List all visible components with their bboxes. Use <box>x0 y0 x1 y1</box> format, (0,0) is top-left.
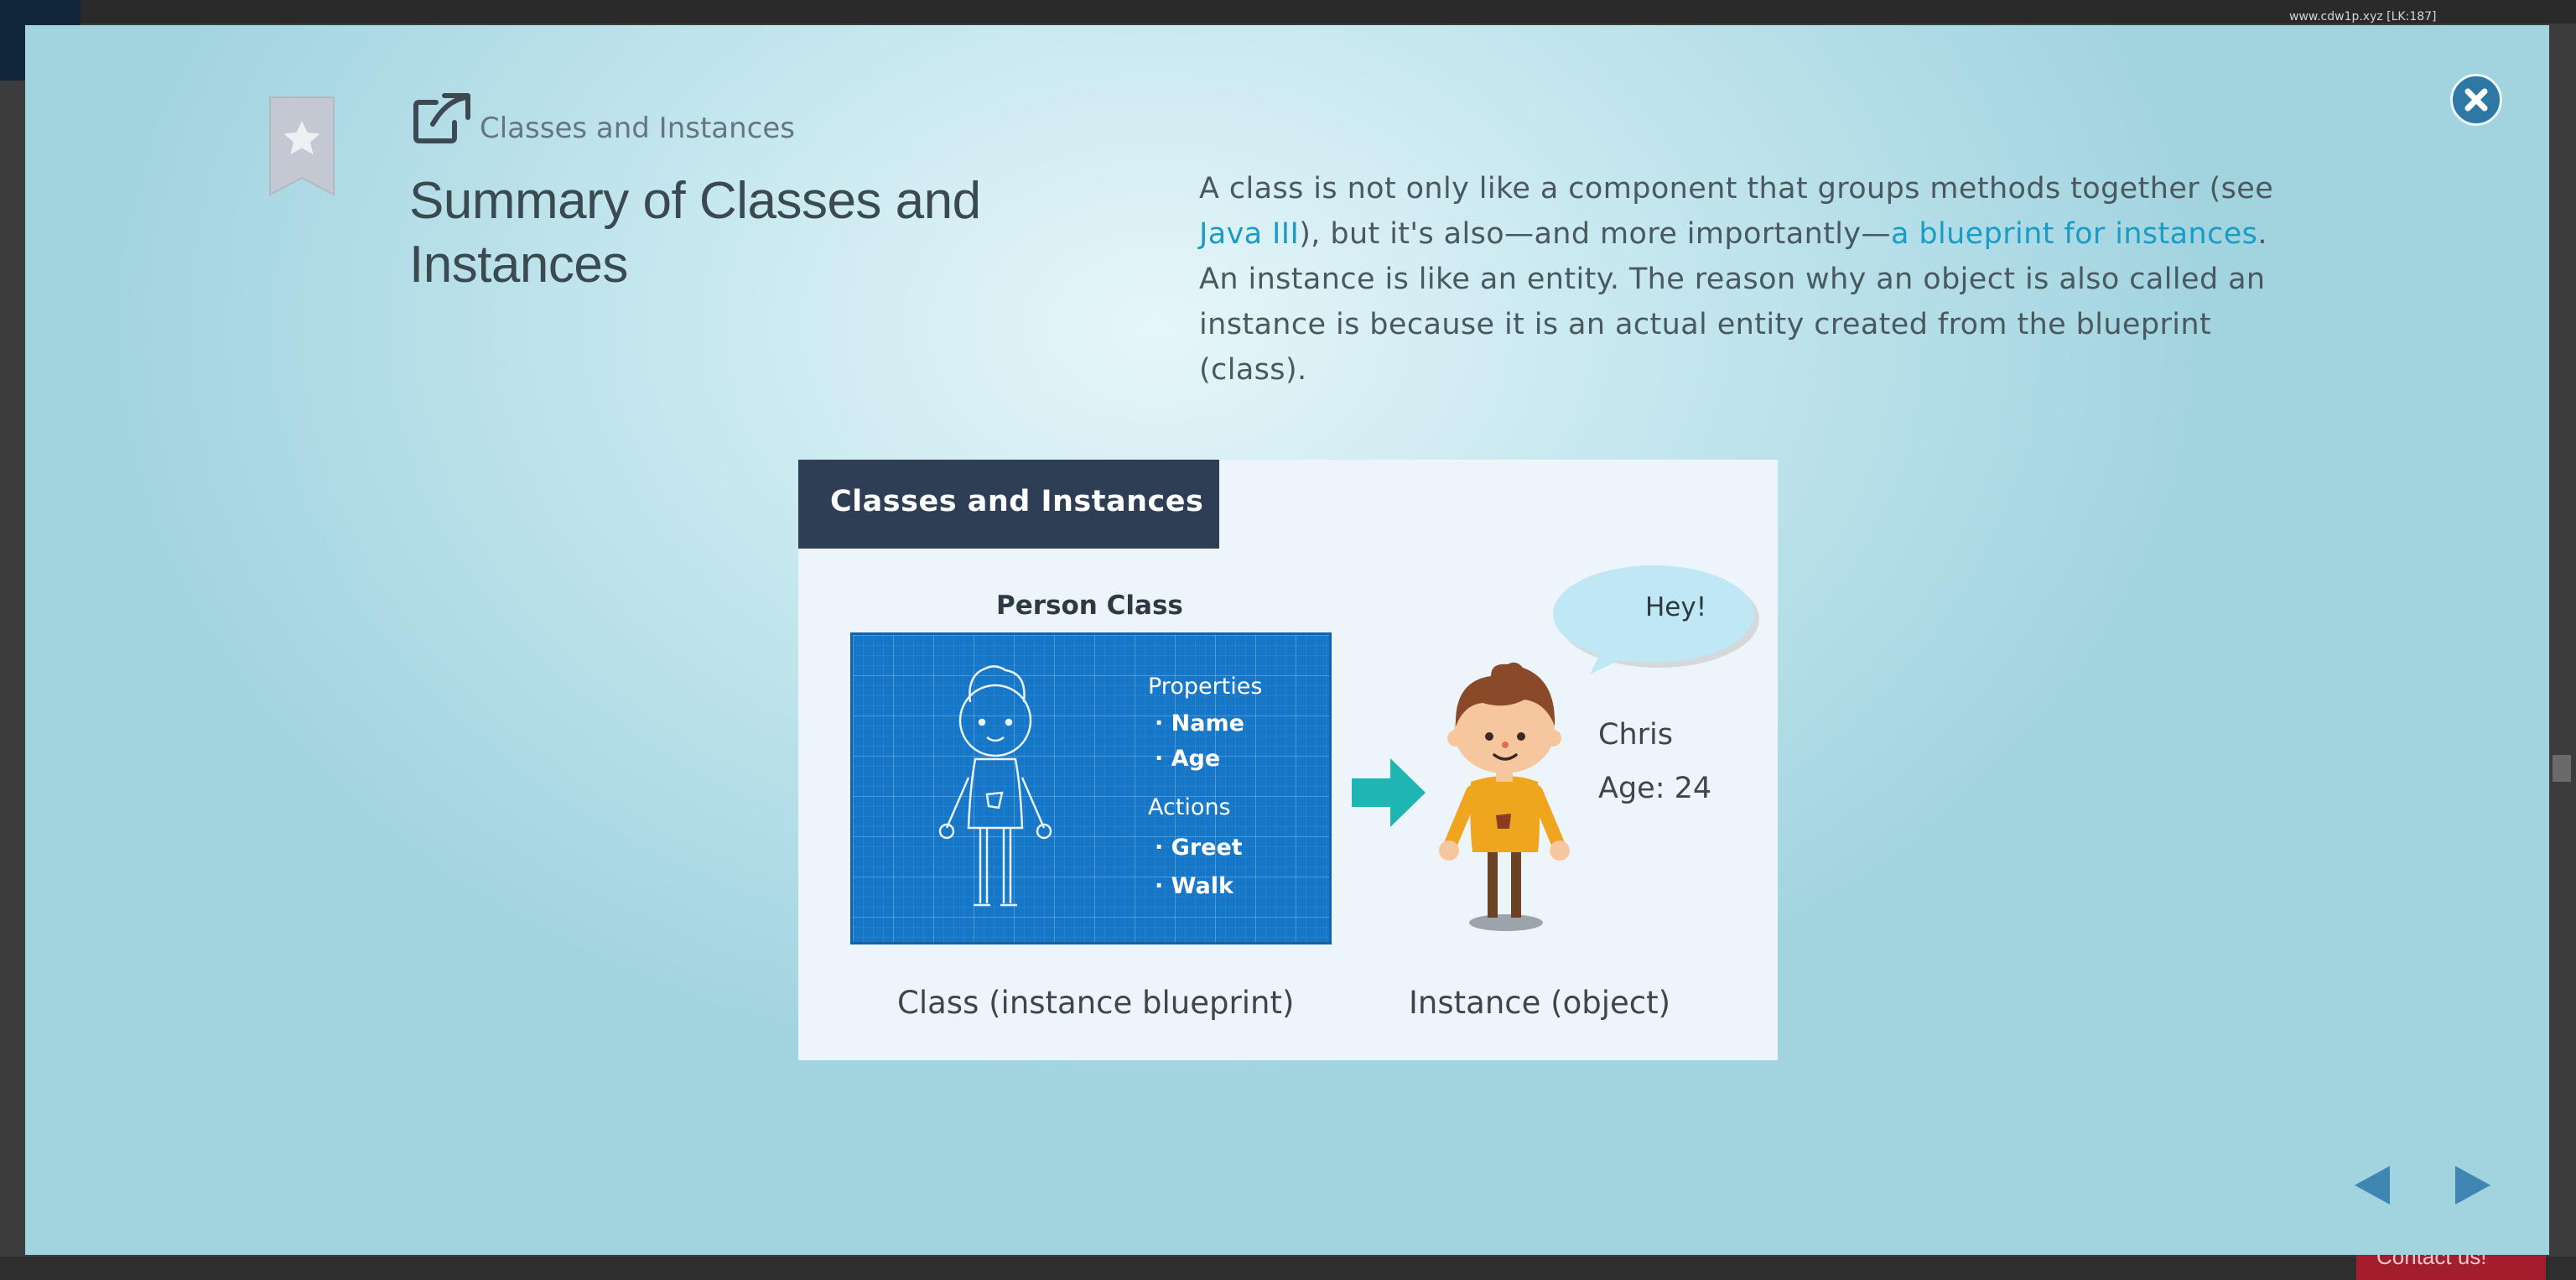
background-bottom-bar <box>0 1257 2576 1280</box>
blueprint-link[interactable]: a blueprint for instances <box>1890 217 2258 251</box>
instance-kid-illustration <box>1439 662 1570 931</box>
description-text: A class is not only like a component tha… <box>1199 172 2274 206</box>
instance-age: Age: 24 <box>1598 772 1712 805</box>
blueprint-panel: Properties · Name · Age Actions · Greet … <box>850 632 1332 944</box>
lesson-modal: Classes and Instances Summary of Classes… <box>25 25 2549 1255</box>
triangle-right-icon[interactable] <box>2454 1164 2492 1206</box>
speech-text: Hey! <box>1645 592 1707 622</box>
classes-instances-figure: Classes and Instances Person Class <box>798 460 1778 1060</box>
property-age: · Age <box>1155 746 1221 772</box>
background-url-text: www.cdw1p.xyz [LK:187] <box>2289 10 2437 23</box>
figure-header-title: Classes and Instances <box>830 485 1204 518</box>
blueprint-person-outline <box>938 665 1052 907</box>
actions-heading: Actions <box>1148 794 1231 820</box>
person-class-label: Person Class <box>996 591 1183 621</box>
close-icon <box>2464 88 2488 112</box>
instance-name: Chris <box>1598 718 1673 752</box>
figure-header: Classes and Instances <box>798 460 1219 549</box>
java-iii-link[interactable]: Java III <box>1199 217 1300 251</box>
triangle-left-icon[interactable] <box>2353 1164 2392 1206</box>
action-greet: · Greet <box>1155 835 1243 861</box>
action-walk: · Walk <box>1155 873 1233 899</box>
description-text: ), but it's also—and more importantly— <box>1299 217 1891 251</box>
caption-instance: Instance (object) <box>1409 985 1671 1021</box>
property-name: · Name <box>1155 710 1244 736</box>
caption-class: Class (instance blueprint) <box>897 985 1295 1021</box>
speech-bubble <box>1553 565 1759 674</box>
breadcrumb: Classes and Instances <box>480 112 795 145</box>
page-title: Summary of Classes and Instances <box>409 172 981 294</box>
background-topbar <box>0 0 2576 23</box>
external-link-icon[interactable] <box>413 92 471 144</box>
background-scrollbar[interactable] <box>2553 755 2571 782</box>
description-text: . An instance is like an entity. The rea… <box>1199 217 2267 387</box>
properties-heading: Properties <box>1148 674 1263 700</box>
star-bookmark-icon[interactable] <box>267 96 337 198</box>
lesson-description: A class is not only like a component tha… <box>1199 166 2289 393</box>
close-button[interactable] <box>2450 74 2502 126</box>
arrow-right-icon <box>1352 758 1426 827</box>
